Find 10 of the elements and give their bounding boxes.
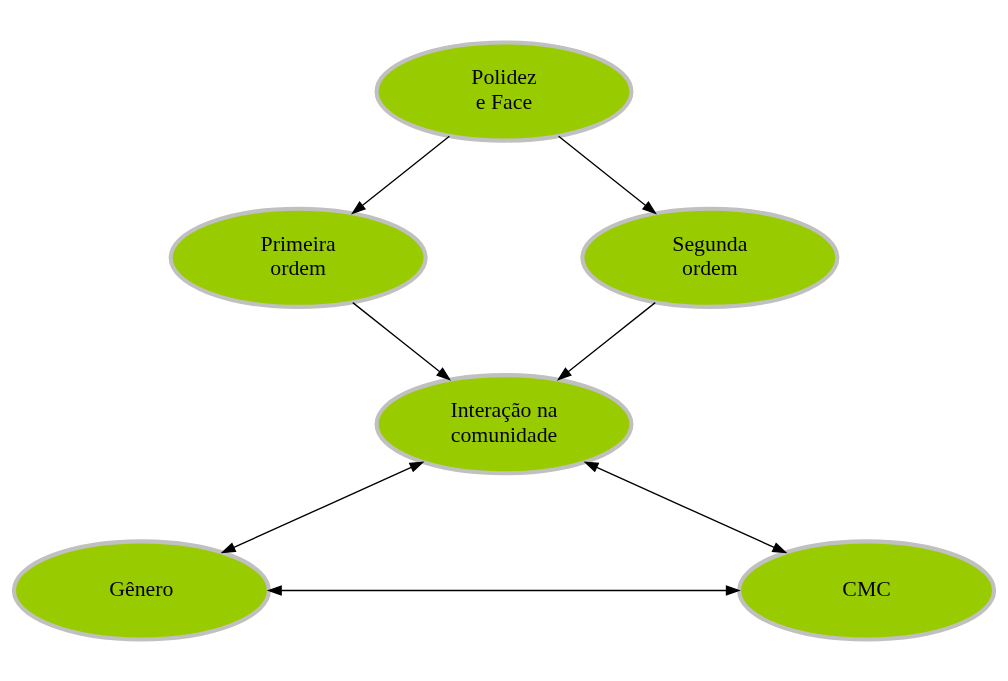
node-ellipse: Primeira ordem (168, 206, 428, 309)
arrow (220, 460, 425, 553)
arrow (266, 584, 741, 596)
arrow (351, 135, 451, 214)
arrow (557, 135, 657, 214)
arrow (556, 301, 656, 381)
node-ellipse: Polidez e Face (374, 39, 634, 143)
arrow (583, 460, 788, 553)
arrow (352, 301, 452, 381)
node-ellipse: Segunda ordem (580, 206, 840, 309)
